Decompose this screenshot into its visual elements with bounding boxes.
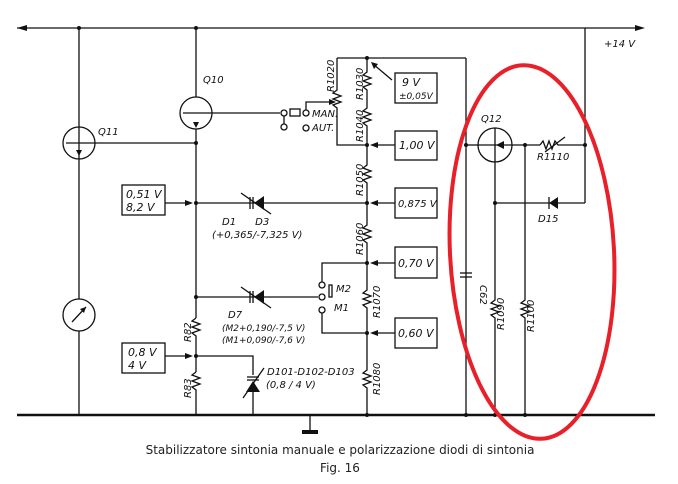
d1-d3-values: (+0,365/-7,325 V)	[212, 230, 302, 241]
d7-m2-values: (M2+0,190/-7,5 V)	[222, 324, 305, 334]
supply-label: +14 V	[604, 39, 636, 50]
svg-text:±0,05V: ±0,05V	[399, 92, 434, 102]
svg-text:9 V: 9 V	[402, 76, 421, 89]
d7-m1-values: (M1+0,090/-7,6 V)	[222, 336, 305, 346]
caption: Stabilizzatore sintonia manuale e polari…	[146, 443, 535, 457]
voltage-box-070v: 0,70 V	[370, 246, 438, 279]
voltage-box-0875v: 0,875 V	[370, 187, 438, 219]
voltage-box-060v: 0,60 V	[370, 317, 438, 349]
transistor-q12	[477, 127, 513, 163]
r1040-label: R1040	[355, 110, 366, 142]
d7-label: D7	[228, 310, 243, 321]
r1030-label: R1030	[355, 68, 366, 100]
r1050-label: R1050	[355, 164, 366, 196]
svg-text:0,875 V: 0,875 V	[398, 199, 438, 210]
voltage-box-left-bottom: 0,8 V 4 V	[121, 342, 193, 374]
m1-label: M1	[334, 303, 349, 314]
supply-rail	[17, 25, 645, 31]
d1-d3-label: D1 D3	[222, 217, 269, 228]
q11-label: Q11	[98, 127, 119, 138]
r1020-label: R1020	[326, 60, 337, 92]
capacitor-c62	[460, 272, 472, 278]
q10-label: Q10	[203, 75, 224, 86]
r1060-label: R1060	[355, 223, 366, 255]
svg-text:0,8 V: 0,8 V	[128, 346, 158, 359]
d101-label: D101-D102-D103	[267, 367, 355, 378]
m1-m2-switch	[318, 262, 367, 334]
r1110-label: R1110	[537, 152, 569, 163]
m2-label: M2	[336, 284, 351, 295]
r1070-label: R1070	[372, 286, 383, 318]
voltage-box-1v: 1,00 V	[370, 130, 438, 161]
varactor-d101-d103	[242, 367, 265, 415]
svg-text:4 V: 4 V	[128, 359, 147, 372]
r1080-label: R1080	[372, 363, 383, 395]
svg-text:0,70 V: 0,70 V	[398, 257, 435, 270]
varactor-d1-d3	[240, 192, 272, 215]
svg-text:8,2 V: 8,2 V	[126, 201, 156, 214]
r1090-label: R1090	[496, 298, 507, 330]
d101-values: (0,8 / 4 V)	[266, 380, 316, 391]
ground-symbol	[302, 415, 318, 434]
q12-label: Q12	[481, 114, 502, 125]
aut-label: AUT.	[311, 123, 334, 134]
d15-label: D15	[538, 214, 558, 225]
man-label: MAN.	[312, 109, 338, 120]
r83-label: R83	[183, 378, 194, 398]
man-aut-switch	[280, 99, 336, 132]
voltage-box-9v: 9 V ±0,05V	[394, 72, 438, 104]
c62-label: C62	[477, 285, 488, 305]
r82-label: R82	[183, 322, 194, 342]
meter-icon	[62, 298, 96, 332]
r1100-label: R1100	[526, 300, 537, 332]
varactor-d7	[240, 286, 272, 309]
diode-d15	[549, 197, 558, 209]
svg-text:1,00 V: 1,00 V	[399, 139, 436, 152]
transistor-q10	[179, 96, 213, 130]
svg-text:0,51 V: 0,51 V	[126, 188, 163, 201]
transistor-q11	[62, 126, 96, 160]
svg-text:0,60 V: 0,60 V	[398, 327, 435, 340]
highlight-ellipse	[447, 63, 617, 441]
voltage-box-left-top: 0,51 V 8,2 V	[121, 184, 193, 216]
figure-number: Fig. 16	[320, 461, 360, 475]
